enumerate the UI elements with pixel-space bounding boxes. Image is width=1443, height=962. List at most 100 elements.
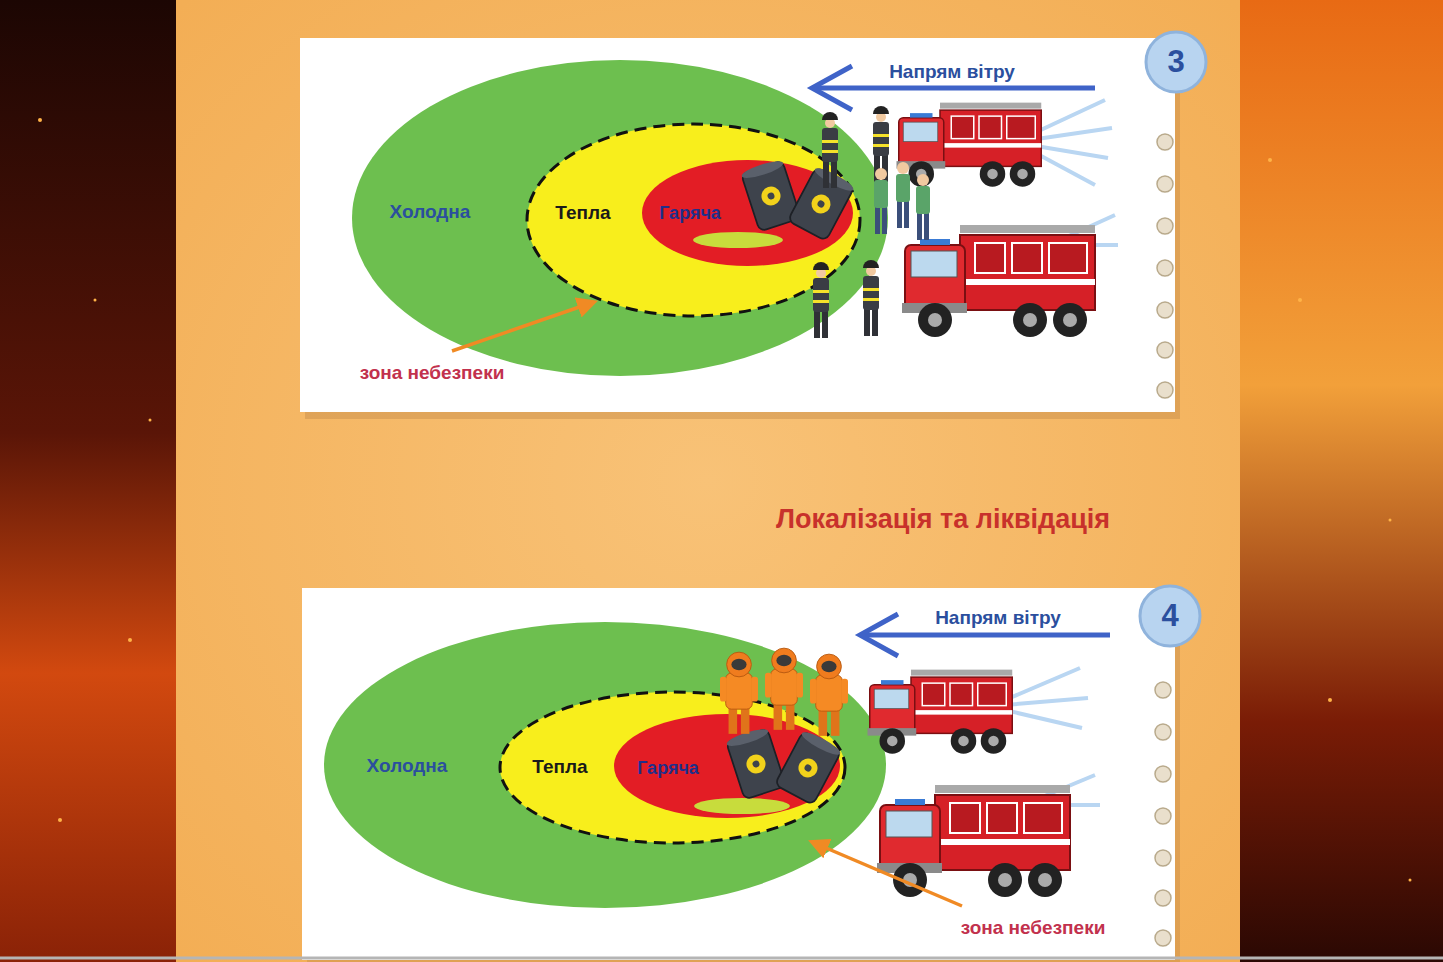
slide-title: Локалізація та ліквідація xyxy=(776,504,1110,535)
zone-label: Тепла xyxy=(532,756,587,778)
spill-puddle xyxy=(694,798,790,814)
binder-hole xyxy=(1157,176,1173,192)
card-shadow xyxy=(307,595,1180,962)
video-bar xyxy=(0,957,1443,960)
binder-holes xyxy=(1155,134,1173,946)
fire-truck xyxy=(868,670,1013,754)
wind-direction-label: Напрям вітру xyxy=(889,61,1015,83)
zone-label: Гаряча xyxy=(659,203,721,224)
callout-badge xyxy=(1140,586,1200,646)
binder-hole xyxy=(1157,342,1173,358)
evacuee xyxy=(916,174,930,240)
spray-ray xyxy=(1030,100,1105,135)
card-shadow xyxy=(305,45,1180,419)
callout-number: 4 xyxy=(1161,598,1178,634)
wind-arrow xyxy=(862,633,1110,638)
evacuee xyxy=(874,168,888,234)
fire-truck xyxy=(902,225,1095,337)
firefighter xyxy=(863,260,879,336)
chemical-barrel xyxy=(788,165,856,241)
chemical-barrel xyxy=(740,158,801,232)
zone-label: Гаряча xyxy=(637,758,699,779)
zone-ellipse: Тепла Гаряча xyxy=(498,690,847,845)
spill-puddle xyxy=(693,232,783,248)
card xyxy=(300,38,1175,412)
spark xyxy=(1268,158,1272,162)
chemical-barrel xyxy=(775,729,843,805)
spark xyxy=(1328,698,1332,702)
wind-direction-label: Напрям вітру xyxy=(935,607,1061,629)
binder-hole xyxy=(1157,218,1173,234)
fire-truck xyxy=(877,785,1070,897)
firefighter xyxy=(813,262,829,338)
binder-hole xyxy=(1155,890,1171,906)
spray-ray xyxy=(1035,803,1100,807)
wind-arrowhead xyxy=(860,614,898,656)
hazmat-worker xyxy=(765,648,803,730)
zone-fill xyxy=(527,124,860,316)
zone-fill xyxy=(642,160,853,266)
callout-badge xyxy=(1146,32,1206,92)
spark xyxy=(1389,519,1392,522)
callout-number: 3 xyxy=(1167,44,1184,80)
binder-hole xyxy=(1155,930,1171,946)
danger-zone-label: зона небезпеки xyxy=(961,917,1106,939)
evacuee xyxy=(896,162,910,228)
spray-ray xyxy=(1005,698,1088,705)
binder-hole xyxy=(1155,724,1171,740)
zone-fill xyxy=(614,714,840,818)
zone-label: Тепла xyxy=(555,202,610,224)
zone-ellipse: Холодна Тепла Гаряча xyxy=(350,58,890,378)
hazmat-worker xyxy=(810,654,848,736)
zone-ellipse: Тепла Гаряча xyxy=(525,122,862,318)
zone-fill xyxy=(500,692,845,843)
spark xyxy=(94,299,97,302)
spark xyxy=(1409,879,1412,882)
spray-ray xyxy=(1030,128,1112,140)
firefighter xyxy=(873,106,889,182)
spray-ray xyxy=(1005,710,1082,728)
binder-hole xyxy=(1157,134,1173,150)
spark xyxy=(38,118,42,122)
binder-hole xyxy=(1157,382,1173,398)
spray-ray xyxy=(1030,145,1108,158)
water-spray xyxy=(1005,668,1100,805)
spark xyxy=(149,419,152,422)
fire-background xyxy=(1240,0,1443,962)
spray-ray xyxy=(1035,775,1095,800)
fire-truck xyxy=(897,103,1042,187)
spray-ray xyxy=(1060,243,1118,247)
binder-hole xyxy=(1155,766,1171,782)
water-spray xyxy=(1030,100,1118,245)
zone-label: Холодна xyxy=(367,755,448,777)
binder-hole xyxy=(1155,850,1171,866)
binder-hole xyxy=(1157,302,1173,318)
zone-ellipse: Холодна Тепла Гаряча xyxy=(322,620,888,910)
zone-fill xyxy=(352,60,888,376)
spray-ray xyxy=(1060,215,1115,240)
leader-arrow xyxy=(452,302,594,351)
spark xyxy=(58,818,62,822)
binder-hole xyxy=(1155,808,1171,824)
zone-ellipse: Гаряча xyxy=(612,712,842,820)
card xyxy=(302,588,1175,960)
binder-hole xyxy=(1157,260,1173,276)
hazmat-worker xyxy=(720,652,758,734)
wind-arrowhead xyxy=(812,66,852,110)
sparks xyxy=(38,118,1412,882)
spark xyxy=(128,638,132,642)
spray-ray xyxy=(1030,150,1095,185)
zone-fill xyxy=(324,622,886,908)
firefighter xyxy=(822,112,838,188)
danger-zone-label: зона небезпеки xyxy=(360,362,505,384)
zone-ellipse: Гаряча xyxy=(640,158,855,268)
fire-background xyxy=(0,0,176,962)
slide-panel xyxy=(176,0,1240,962)
spark xyxy=(1298,298,1302,302)
leader-arrow xyxy=(812,842,962,906)
zone-label: Холодна xyxy=(390,201,471,223)
chemical-barrel xyxy=(725,726,786,800)
wind-arrow xyxy=(814,86,1095,91)
spray-ray xyxy=(1005,668,1080,700)
